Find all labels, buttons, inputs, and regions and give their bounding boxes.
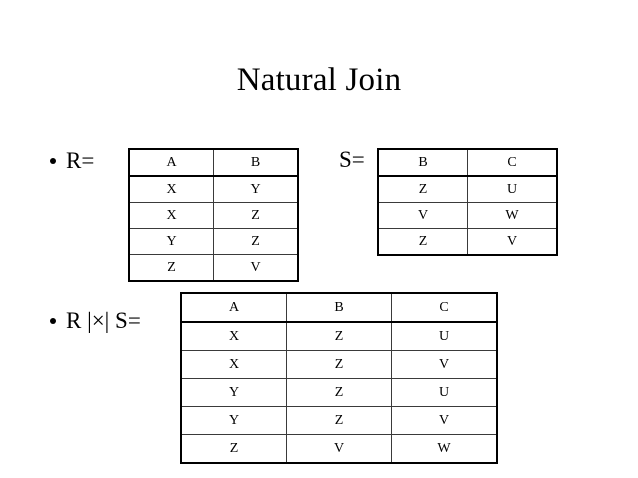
table-row: X Z	[129, 202, 298, 229]
table-cell: Z	[286, 350, 392, 379]
table-row: Z U	[378, 175, 557, 203]
table-cell: Y	[129, 228, 214, 255]
column-header-c: C	[467, 148, 557, 177]
table-join-body: A B C X Z U X Z V Y Z U Y Z V	[181, 292, 497, 463]
table-cell: U	[391, 378, 497, 407]
table-cell: X	[181, 350, 287, 379]
table-cell: V	[286, 434, 392, 463]
table-row-header: B C	[378, 148, 557, 177]
bullet-item-join: R |×| S=	[50, 308, 141, 334]
table-cell: W	[467, 202, 557, 229]
column-header-b: B	[378, 148, 468, 177]
table-cell: Z	[378, 175, 468, 203]
table-row-header: A B C	[181, 292, 497, 323]
table-cell: V	[378, 202, 468, 229]
table-r-body: A B X Y X Z Y Z Z V	[129, 148, 298, 281]
table-cell: V	[391, 406, 497, 435]
column-header-a: A	[181, 292, 287, 323]
table-row: V W	[378, 202, 557, 229]
table-cell: Y	[181, 406, 287, 435]
table-cell: Z	[129, 254, 214, 281]
table-row: Z V W	[181, 434, 497, 463]
table-row: Z V	[378, 228, 557, 255]
table-cell: W	[391, 434, 497, 463]
page-title: Natural Join	[236, 62, 402, 98]
table-cell: Z	[378, 228, 468, 255]
table-row: Y Z V	[181, 406, 497, 435]
bullet-dot-icon	[50, 158, 56, 164]
table-cell: U	[467, 175, 557, 203]
relation-s-label: S=	[339, 147, 365, 172]
table-cell: Y	[181, 378, 287, 407]
table-cell: Z	[213, 228, 298, 255]
table-s-body: B C Z U V W Z V	[378, 148, 557, 255]
table-cell: Z	[213, 202, 298, 229]
table-cell: X	[181, 321, 287, 351]
table-row: X Z V	[181, 350, 497, 379]
bullet-dot-icon	[50, 318, 56, 324]
natural-join-expression-label: R |×| S=	[66, 308, 141, 333]
relation-table-r: A B X Y X Z Y Z Z V	[128, 148, 299, 282]
relation-table-join-result: A B C X Z U X Z V Y Z U Y Z V	[180, 292, 498, 464]
column-header-b: B	[213, 148, 298, 177]
table-row: Z V	[129, 254, 298, 281]
column-header-a: A	[129, 148, 214, 177]
table-cell: V	[391, 350, 497, 379]
table-cell: Z	[181, 434, 287, 463]
table-row: Y Z	[129, 228, 298, 255]
table-cell: Z	[286, 321, 392, 351]
table-cell: V	[213, 254, 298, 281]
table-cell: Z	[286, 406, 392, 435]
table-cell: V	[467, 228, 557, 255]
table-row: Y Z U	[181, 378, 497, 407]
table-cell: X	[129, 175, 214, 203]
column-header-b: B	[286, 292, 392, 323]
table-cell: X	[129, 202, 214, 229]
relation-r-label: R=	[66, 148, 95, 173]
table-row: X Y	[129, 175, 298, 203]
table-row: X Z U	[181, 321, 497, 351]
relation-table-s: B C Z U V W Z V	[377, 148, 558, 256]
table-cell: U	[391, 321, 497, 351]
column-header-c: C	[391, 292, 497, 323]
table-cell: Z	[286, 378, 392, 407]
table-cell: Y	[213, 175, 298, 203]
bullet-item-r: R=	[50, 148, 94, 174]
table-row-header: A B	[129, 148, 298, 177]
